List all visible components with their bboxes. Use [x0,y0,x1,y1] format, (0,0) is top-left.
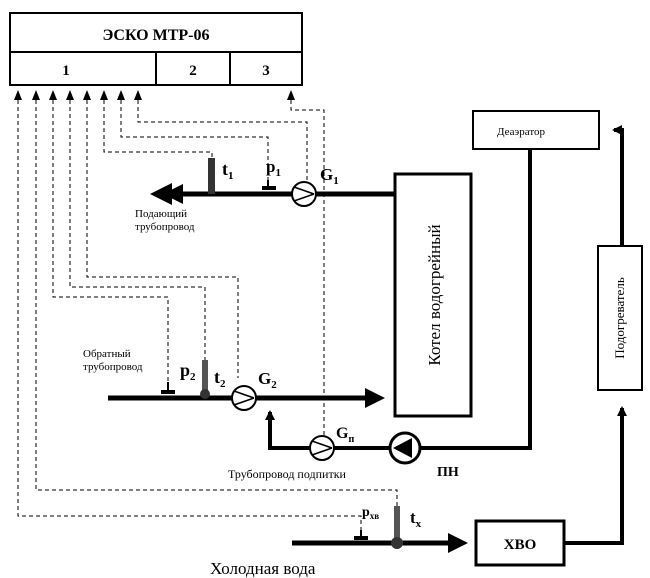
signal-arrow [83,90,91,100]
signal-arrow [287,90,295,100]
svg-text:tх: tх [410,508,422,530]
water-treatment-label: ХВО [504,537,537,553]
supply-line-label-2: трубопровод [135,221,195,233]
t2-thermowell [202,360,208,392]
device-title: ЭСКО МТР-06 [103,27,210,44]
cold-water-sensors [354,506,403,549]
t2-bulb [200,389,210,399]
channel-3-label: 3 [262,63,270,79]
tx-thermowell [394,506,400,540]
p2-label: p [180,360,190,380]
signal-arrow [134,90,142,100]
return-line-label-2: трубопровод [83,361,143,373]
signal-arrow [117,90,125,100]
signal-arrow [14,90,22,100]
deaerator-label: Деаэратор [497,126,546,138]
signal-arrow [66,90,74,100]
signal-input-arrows [14,90,295,100]
svg-text:t1: t1 [222,159,234,182]
svg-text:Gп: Gп [336,425,354,445]
signal-lines [17,100,398,540]
feed-pump-triangle [393,438,412,458]
sensor-labels: t1 p1 G1 p2 t2 G2 Gп pхв tх ПН [180,157,459,530]
aux-pipes [265,125,627,545]
channel-1-label: 1 [62,63,70,79]
boiler-label: Котел водогрейный [425,224,444,365]
metering-device: ЭСКО МТР-06 1 2 3 [9,12,303,86]
supply-sensors [208,158,317,207]
tx-label: t [410,508,416,527]
supply-line-label-1: Подающий [135,208,187,220]
t2-label: t [214,367,220,387]
p1-label: p [266,157,275,176]
svg-text:pхв: pхв [362,505,379,521]
pipeline-labels: Подающий трубопровод Обратный трубопрово… [83,208,347,578]
water-treatment-block: ХВО [474,519,566,567]
t1-thermowell [208,158,215,194]
signal-arrow [100,90,108,100]
signal-arrow [32,90,40,100]
tx-bulb [391,537,403,549]
makeup-pipe [265,410,390,450]
heater-block: Подогреватель [597,245,643,391]
svg-text:p2: p2 [180,360,196,383]
pxv-label: p [362,505,370,520]
hvo-to-heater-pipe [564,406,627,545]
deaerator-block: Деаэратор [472,110,600,150]
supply-arrow-head [150,183,172,205]
svg-text:G2: G2 [258,369,277,391]
t1-label: t [222,159,228,179]
makeup-line-label: Трубопровод подпитки [228,467,347,481]
heater-to-deaerator-pipe [612,125,624,246]
boiler-block: Котел водогрейный [393,172,473,418]
cold-water-label: Холодная вода [210,559,316,578]
makeup-sensors [309,431,422,465]
svg-text:G1: G1 [320,165,339,187]
signal-arrow [49,90,57,100]
gp-label: G [336,425,349,442]
return-sensors [161,360,257,411]
heater-label: Подогреватель [612,277,627,359]
g1-label: G [320,165,333,184]
deaerator-to-pump-pipe [420,149,532,450]
g2-label: G [258,369,271,388]
channel-2-label: 2 [189,63,197,79]
svg-text:p1: p1 [266,157,281,179]
svg-text:t2: t2 [214,367,226,390]
return-line-label-1: Обратный [83,348,131,360]
feed-pump-label: ПН [437,465,459,480]
